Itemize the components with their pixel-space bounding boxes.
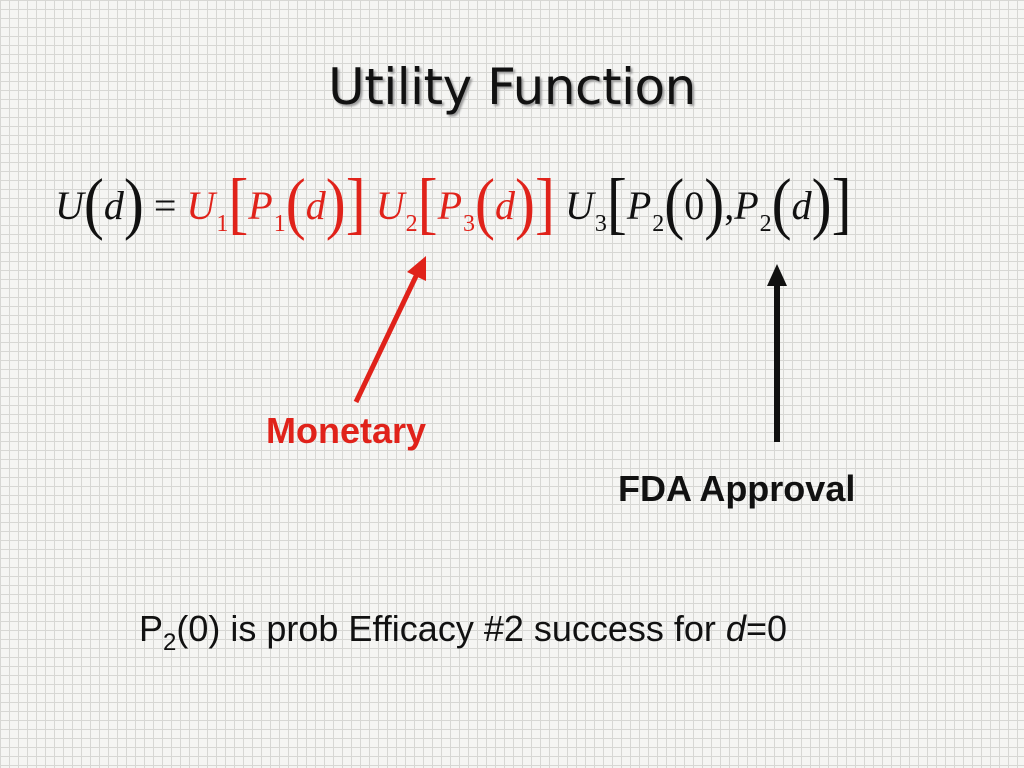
equation-term-u3: U3[P2(0),P2(d)]: [564, 165, 852, 241]
utility-equation: U(d) = U1[P1(d)] U2[P3(d)] U3[P2(0),P2(d…: [55, 158, 852, 248]
equation-term-u1: U1[P1(d)]: [186, 165, 366, 241]
equals-sign: =: [153, 183, 177, 228]
equation-lhs: U(d) =: [55, 165, 177, 241]
slide-title: Utility Function: [328, 58, 696, 116]
fda-approval-label: FDA Approval: [618, 468, 856, 509]
fda-arrow: [767, 264, 787, 442]
monetary-label: Monetary: [266, 410, 427, 451]
p2-definition-note: P2(0) is prob Efficacy #2 success for d=…: [139, 608, 787, 656]
monetary-arrow: [353, 256, 426, 404]
equation-term-u2: U2[P3(d)]: [375, 165, 555, 241]
